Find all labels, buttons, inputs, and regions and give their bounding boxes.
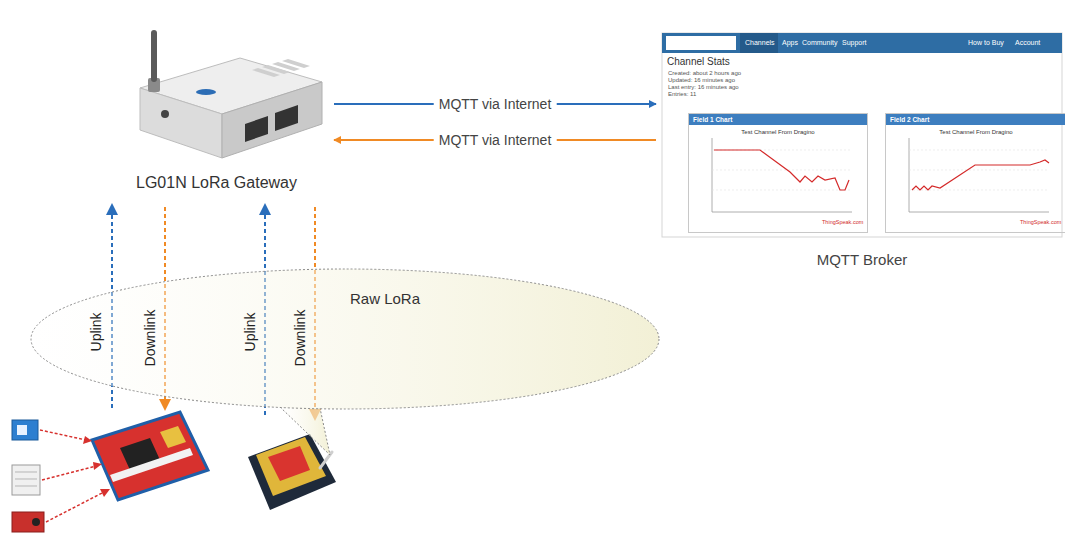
chart-panel: Field 2 ChartTest Channel From Dragino	[885, 113, 1065, 233]
broker-node: MQTT Broker Field 1 ChartTest Channel Fro…	[662, 33, 1062, 269]
art-shape	[196, 89, 216, 95]
art-shape	[909, 150, 1049, 151]
art-shape	[666, 36, 736, 50]
art-shape	[909, 212, 1049, 213]
nav-item: Apps	[782, 39, 798, 47]
chart-title: Test Channel From Dragino	[939, 129, 1012, 136]
art-shape	[40, 430, 104, 522]
art-shape	[256, 437, 326, 496]
lora-region: Raw LoRa	[30, 268, 660, 410]
art-shape	[160, 426, 186, 448]
stats-line: Last entry: 16 minutes ago	[668, 84, 739, 91]
art-shape	[46, 492, 104, 522]
art-shape	[106, 203, 118, 215]
art-shape	[159, 399, 171, 411]
chart-credit: ThingSpeak.com	[1020, 219, 1061, 225]
gateway-label: LG01N LoRa Gateway	[136, 174, 297, 192]
nav-item: Support	[842, 39, 867, 47]
art-shape	[712, 150, 852, 190]
art-shape	[92, 412, 208, 500]
nav-item: Account	[1015, 39, 1040, 47]
edge-label: MQTT via Internet	[434, 96, 557, 112]
art-shape	[15, 479, 37, 480]
edge-label: MQTT via Internet	[434, 132, 557, 148]
nav-item: Channels	[745, 39, 775, 47]
art-shape	[140, 88, 222, 158]
sensor-node	[12, 412, 208, 532]
art-shape	[161, 110, 169, 118]
art-shape	[712, 190, 852, 191]
art-shape	[259, 203, 271, 215]
panel-header: Field 1 Chart	[689, 114, 867, 125]
link-label: Downlink	[142, 310, 158, 367]
art-shape	[275, 105, 298, 131]
art-shape	[662, 33, 1062, 53]
art-shape	[42, 466, 96, 480]
art-shape	[909, 150, 1049, 190]
art-shape	[93, 462, 102, 470]
broker-screenshot	[662, 33, 1062, 237]
art-shape	[909, 138, 910, 212]
art-shape	[712, 170, 852, 171]
link-label: Uplink	[242, 313, 258, 352]
region-label: Raw LoRa	[350, 290, 420, 308]
panel-header: Field 2 Chart	[886, 114, 1065, 125]
art-shape	[222, 82, 322, 158]
gateway-node: LG01N LoRa Gateway	[105, 28, 328, 192]
stats-line: Entries: 11	[668, 91, 696, 98]
art-shape	[12, 420, 38, 440]
art-shape	[268, 446, 310, 481]
art-shape	[32, 518, 40, 526]
art-shape	[712, 212, 852, 213]
art-shape	[15, 472, 37, 486]
stats-line: Updated: 16 minutes ago	[668, 77, 735, 84]
gateway-device	[140, 30, 322, 158]
art-shape	[83, 436, 92, 444]
art-shape	[909, 170, 1049, 171]
art-shape	[245, 116, 268, 142]
art-shape	[282, 59, 310, 68]
stats-line: Created: about 2 hours ago	[668, 70, 741, 77]
art-shape	[40, 430, 86, 440]
art-shape	[252, 59, 310, 77]
art-shape	[110, 448, 193, 482]
art-shape	[909, 190, 1049, 191]
art-shape	[714, 150, 849, 190]
art-shape	[17, 425, 27, 435]
broker-label: MQTT Broker	[817, 251, 908, 269]
art-shape	[740, 33, 778, 53]
link-label: Uplink	[88, 313, 104, 352]
ellipse-outline	[30, 268, 660, 410]
art-shape	[15, 472, 37, 473]
page-heading: Channel Stats	[667, 56, 730, 68]
chart-panel: Field 1 ChartTest Channel From Dragino	[688, 113, 868, 233]
art-shape	[712, 138, 713, 212]
nav-item: Community	[802, 39, 837, 47]
art-shape	[912, 160, 1049, 190]
art-shape	[662, 33, 1062, 237]
balloon-tail	[280, 407, 330, 455]
art-shape	[15, 486, 37, 487]
art-shape	[12, 512, 44, 532]
chart-credit: ThingSpeak.com	[822, 219, 863, 225]
balloon-tail-outline	[280, 407, 330, 455]
chart-plot	[712, 138, 1049, 212]
nav-item: How to Buy	[968, 39, 1004, 47]
ellipse-shape	[31, 269, 659, 409]
art-shape	[151, 30, 157, 82]
art-shape	[100, 489, 110, 497]
link-label: Downlink	[292, 310, 308, 367]
chart-title: Test Channel From Dragino	[741, 129, 814, 136]
art-shape	[12, 465, 40, 495]
